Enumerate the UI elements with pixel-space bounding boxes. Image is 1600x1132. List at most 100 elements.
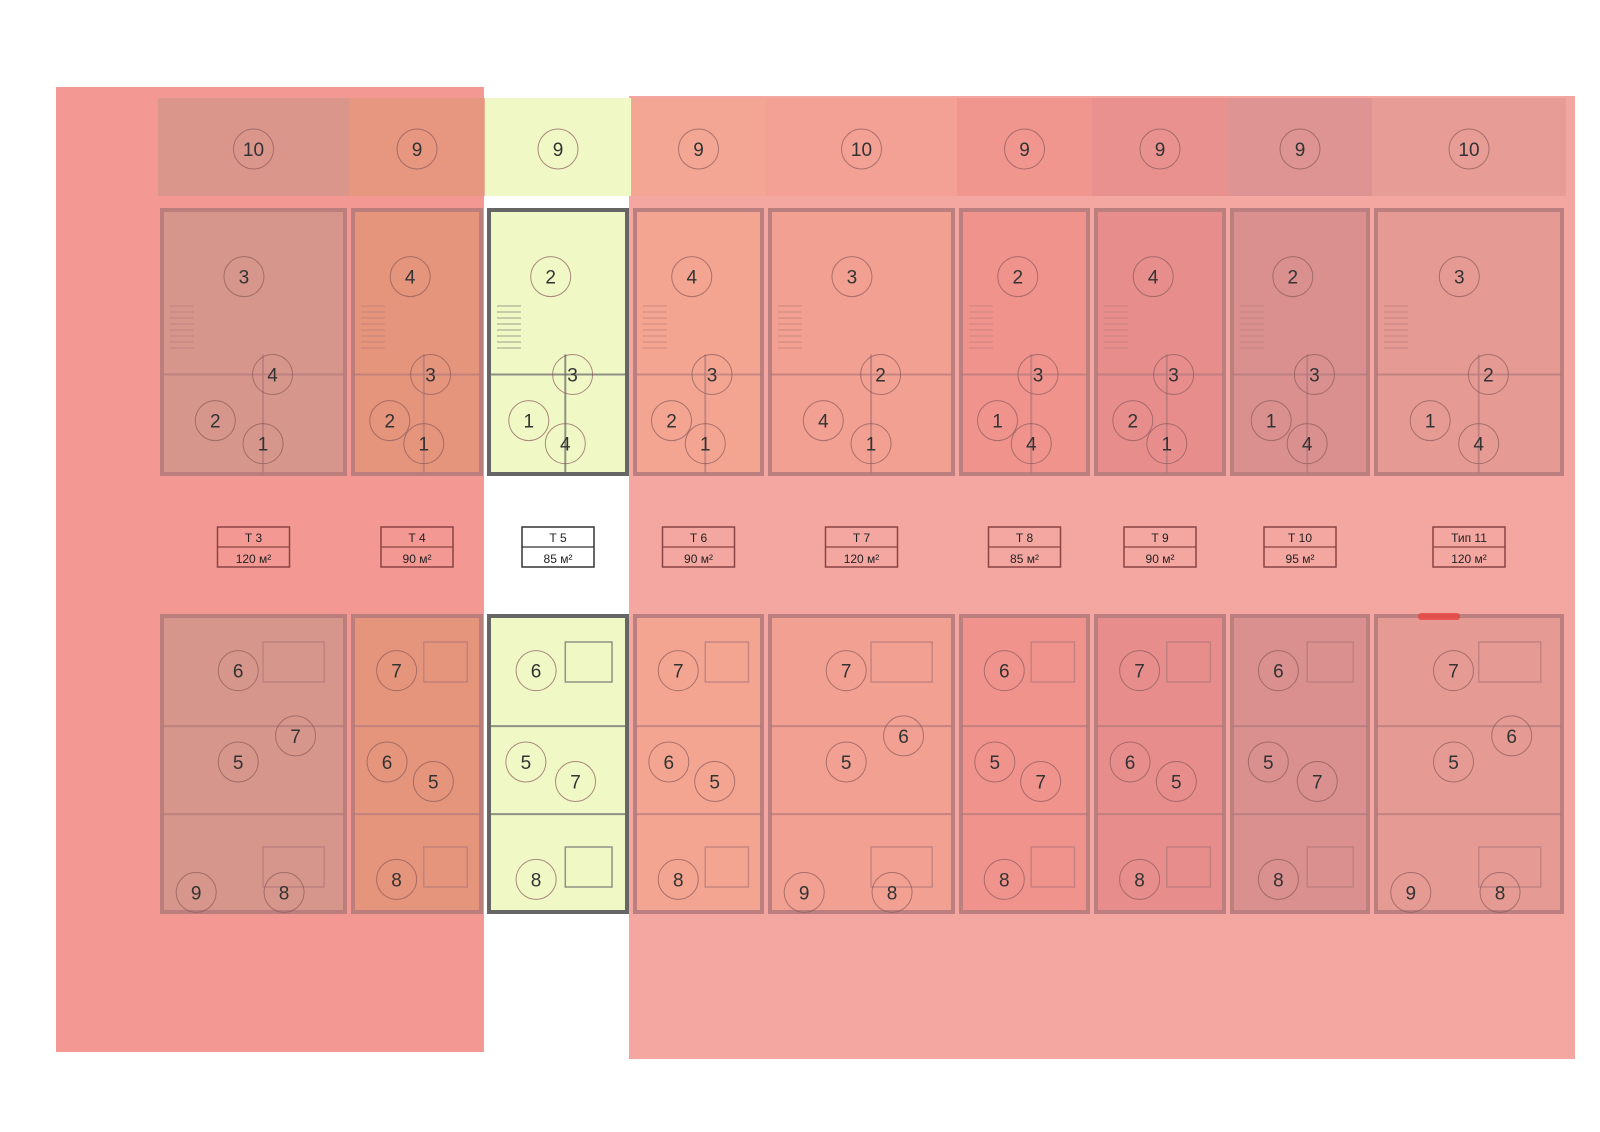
room-number: 4 bbox=[405, 268, 416, 289]
room-number: 6 bbox=[382, 753, 393, 774]
room-number: 2 bbox=[545, 268, 556, 289]
unit-type: Тип 11 bbox=[1451, 531, 1487, 545]
upper-room-9: 9 bbox=[175, 871, 217, 913]
ground-room-4: 4 bbox=[1286, 423, 1328, 465]
room-number: 9 bbox=[191, 883, 202, 904]
ground-room-2: 2 bbox=[369, 400, 411, 442]
upper-room-7: 7 bbox=[1119, 650, 1161, 692]
upper-room-6: 6 bbox=[366, 741, 408, 783]
room-number: 4 bbox=[1473, 435, 1484, 456]
unit-type: Т 8 bbox=[1016, 531, 1034, 545]
room-number: 8 bbox=[391, 870, 402, 891]
room-number: 4 bbox=[267, 366, 278, 387]
upper-room-6: 6 bbox=[648, 741, 690, 783]
upper-room-5: 5 bbox=[974, 741, 1016, 783]
unit-type-label[interactable]: Т 690 м² bbox=[661, 526, 736, 568]
room-number: 6 bbox=[999, 662, 1010, 683]
room-number: 2 bbox=[385, 412, 396, 433]
unit-area: 95 м² bbox=[1286, 552, 1315, 566]
room-number: 1 bbox=[1266, 412, 1277, 433]
room-number: 3 bbox=[1033, 366, 1044, 387]
unit-type-label[interactable]: Т 585 м² bbox=[521, 526, 595, 568]
unit-area: 90 м² bbox=[403, 552, 432, 566]
room-number: 7 bbox=[1134, 662, 1145, 683]
yard-area bbox=[1372, 98, 1566, 196]
room-number: 5 bbox=[521, 753, 532, 774]
unit-type: Т 4 bbox=[408, 531, 426, 545]
room-number: 8 bbox=[279, 883, 290, 904]
room-number: 1 bbox=[700, 435, 711, 456]
ground-room-3: 3 bbox=[410, 354, 452, 396]
yard-area bbox=[485, 98, 631, 196]
room-number: 5 bbox=[841, 753, 852, 774]
upper-room-5: 5 bbox=[1247, 741, 1289, 783]
room-number: 3 bbox=[425, 366, 436, 387]
room-number: 5 bbox=[990, 753, 1001, 774]
room-number: 8 bbox=[887, 883, 898, 904]
upper-room-7: 7 bbox=[555, 761, 597, 803]
ground-room-4: 4 bbox=[802, 400, 844, 442]
unit-area: 85 м² bbox=[1010, 552, 1039, 566]
ground-room-1: 1 bbox=[1146, 423, 1188, 465]
unit-type-label[interactable]: Т 4 90 м² bbox=[380, 526, 454, 568]
room-number: 5 bbox=[709, 773, 720, 794]
room-number: 6 bbox=[1273, 662, 1284, 683]
upper-floor-plan bbox=[160, 614, 347, 914]
room-number: 1 bbox=[419, 435, 430, 456]
room-number: 5 bbox=[1263, 753, 1274, 774]
yard-number: 10 bbox=[233, 128, 274, 170]
upper-room-5: 5 bbox=[505, 741, 547, 783]
room-number: 8 bbox=[1134, 870, 1145, 891]
ground-room-4: 4 bbox=[389, 256, 431, 298]
room-number: 2 bbox=[875, 366, 886, 387]
unit-type: Т 9 bbox=[1151, 531, 1169, 545]
room-number: 3 bbox=[567, 366, 578, 387]
upper-room-6: 6 bbox=[983, 650, 1025, 692]
room-number: 7 bbox=[1035, 773, 1046, 794]
upper-floor-plan bbox=[633, 614, 764, 914]
ground-room-1: 1 bbox=[977, 400, 1018, 442]
yard-number: 9 bbox=[1139, 128, 1181, 170]
upper-room-6: 6 bbox=[1109, 741, 1151, 783]
upper-room-6: 6 bbox=[515, 650, 557, 692]
upper-room-7: 7 bbox=[825, 650, 867, 692]
ground-room-2: 2 bbox=[860, 354, 902, 396]
room-number: 4 bbox=[560, 435, 571, 456]
room-number: 6 bbox=[1125, 753, 1136, 774]
marker-stroke bbox=[1418, 613, 1460, 620]
upper-room-6: 6 bbox=[1491, 715, 1533, 757]
unit-type-label[interactable]: Т 8 85 м² bbox=[987, 526, 1062, 568]
room-number: 5 bbox=[1171, 773, 1182, 794]
upper-room-7: 7 bbox=[657, 650, 699, 692]
upper-room-9: 9 bbox=[1390, 871, 1432, 913]
yard-number: 9 bbox=[678, 128, 719, 170]
room-number: 6 bbox=[233, 662, 244, 683]
room-number: 8 bbox=[673, 870, 684, 891]
upper-room-7: 7 bbox=[1020, 761, 1062, 803]
upper-room-9: 9 bbox=[783, 871, 825, 913]
unit-type-label[interactable]: Т 990 м² bbox=[1123, 526, 1197, 568]
room-number: 1 bbox=[258, 435, 269, 456]
upper-floor-plan bbox=[768, 614, 955, 914]
upper-room-5: 5 bbox=[1155, 761, 1197, 803]
yard-number: 9 bbox=[396, 128, 438, 170]
upper-room-5: 5 bbox=[825, 741, 867, 783]
room-number: 2 bbox=[1288, 268, 1299, 289]
ground-room-1: 1 bbox=[1250, 400, 1292, 442]
ground-room-4: 4 bbox=[1458, 423, 1500, 465]
yard-number: 9 bbox=[1004, 128, 1045, 170]
